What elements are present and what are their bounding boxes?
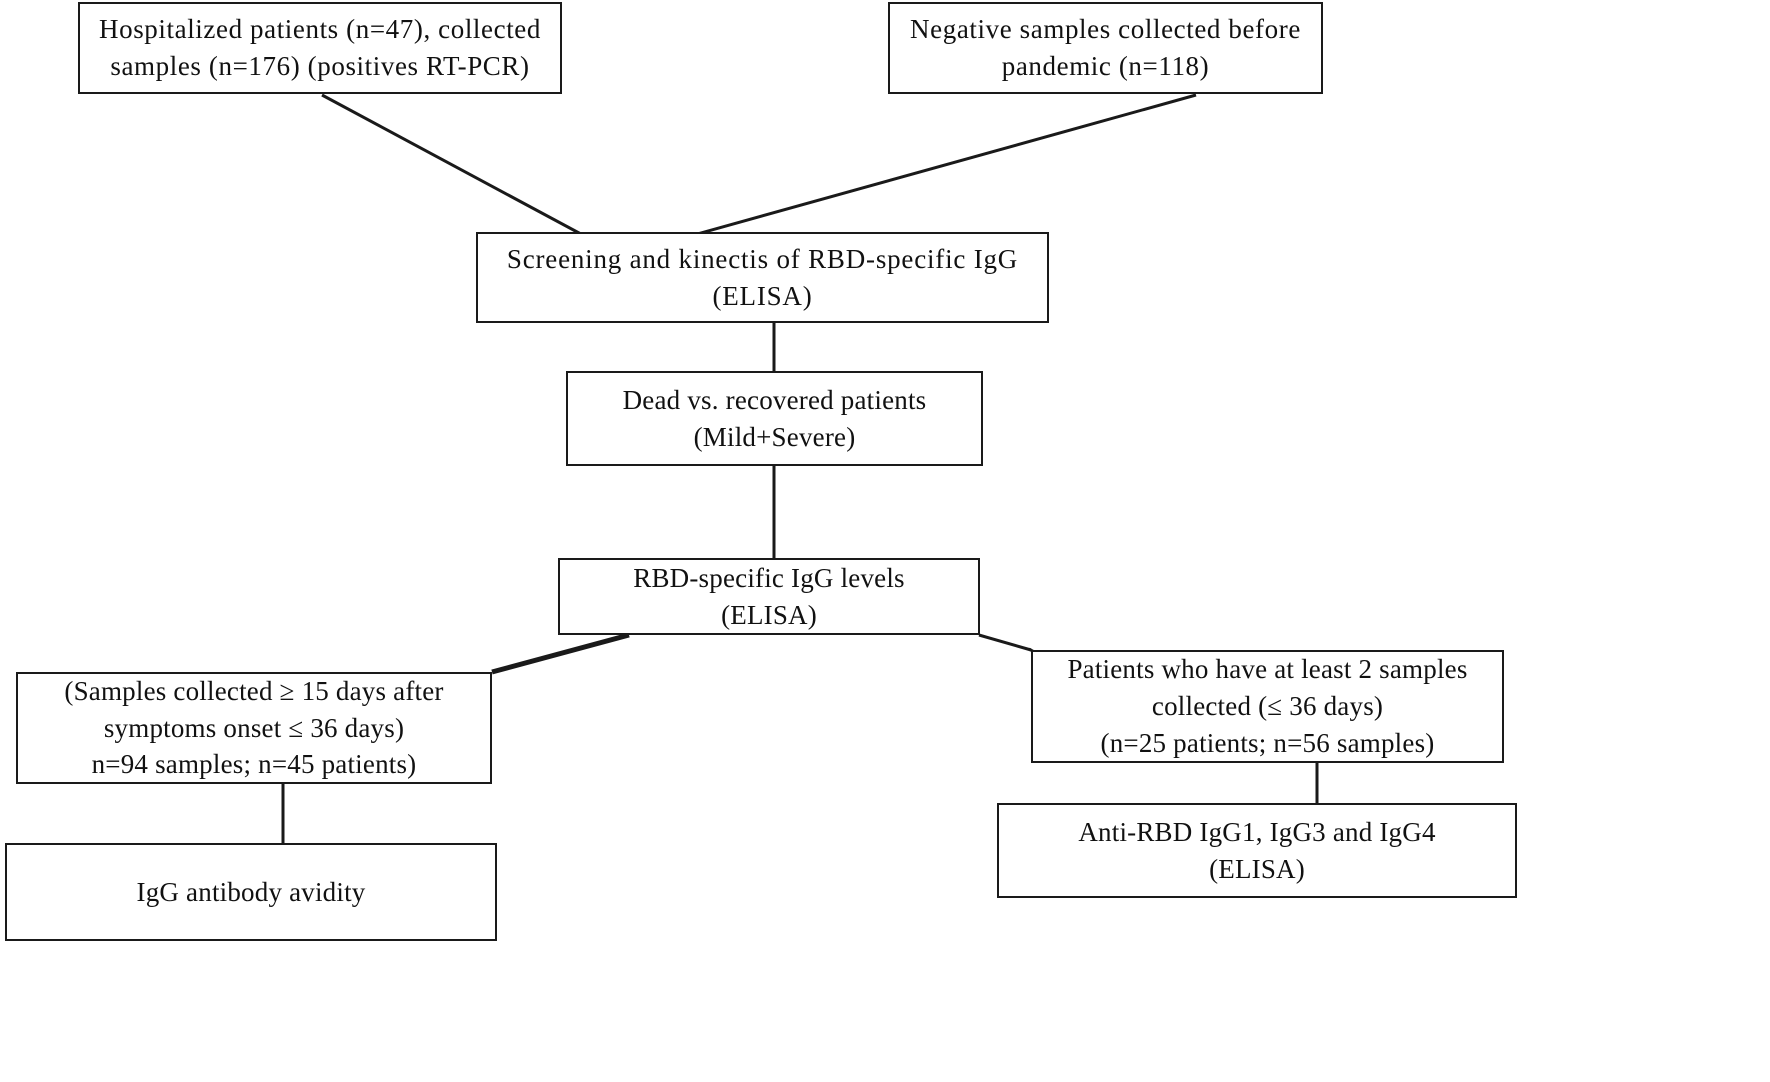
node-line: (Samples collected ≥ 15 days after [64, 675, 444, 706]
edge-hospitalized-to-screening [321, 93, 621, 257]
node-line: RBD-specific IgG levels [633, 562, 905, 593]
node-line: (Mild+Severe) [693, 421, 856, 452]
node-line: Negative samples collected before [910, 14, 1301, 45]
node-line: symptoms onset ≤ 36 days) [103, 712, 405, 743]
edge-negative-to-screening [621, 93, 1197, 257]
node-patients-at-least-2-samples: Patients who have at least 2 samples col… [1031, 650, 1504, 763]
node-line: n=94 samples; n=45 patients) [91, 749, 417, 780]
node-line: Screening and kinectis of RBD-specific I… [506, 243, 1019, 274]
node-line: collected (≤ 36 days) [1151, 691, 1384, 722]
node-negative-samples: Negative samples collected before pandem… [888, 2, 1323, 94]
node-line: Dead vs. recovered patients [622, 384, 927, 415]
node-line: (ELISA) [1209, 853, 1305, 884]
node-dead-vs-recovered: Dead vs. recovered patients (Mild+Severe… [566, 371, 983, 466]
node-line: Patients who have at least 2 samples [1067, 654, 1468, 685]
node-line: (ELISA) [712, 280, 813, 311]
node-line: IgG antibody avidity [136, 876, 366, 907]
node-line: Hospitalized patients (n=47), collected [99, 14, 541, 45]
node-screening-kinetics: Screening and kinectis of RBD-specific I… [476, 232, 1049, 323]
node-line: (n=25 patients; n=56 samples) [1100, 727, 1435, 758]
edge-rbd-levels-to-samples15 [491, 632, 630, 675]
node-rbd-specific-igg-levels: RBD-specific IgG levels (ELISA) [558, 558, 980, 635]
node-samples-collected-15-days: (Samples collected ≥ 15 days after sympt… [16, 672, 492, 784]
node-anti-rbd-igg-subclasses: Anti-RBD IgG1, IgG3 and IgG4 (ELISA) [997, 803, 1517, 898]
node-line: (ELISA) [721, 599, 817, 630]
node-line: samples (n=176) (positives RT-PCR) [110, 51, 530, 81]
node-hospitalized-patients: Hospitalized patients (n=47), collected … [78, 2, 562, 94]
node-igg-antibody-avidity: IgG antibody avidity [5, 843, 497, 941]
node-line: Anti-RBD IgG1, IgG3 and IgG4 [1078, 816, 1436, 847]
edge-rbd-levels-to-at-least-2 [978, 633, 1032, 652]
node-line: pandemic (n=118) [1001, 51, 1210, 81]
